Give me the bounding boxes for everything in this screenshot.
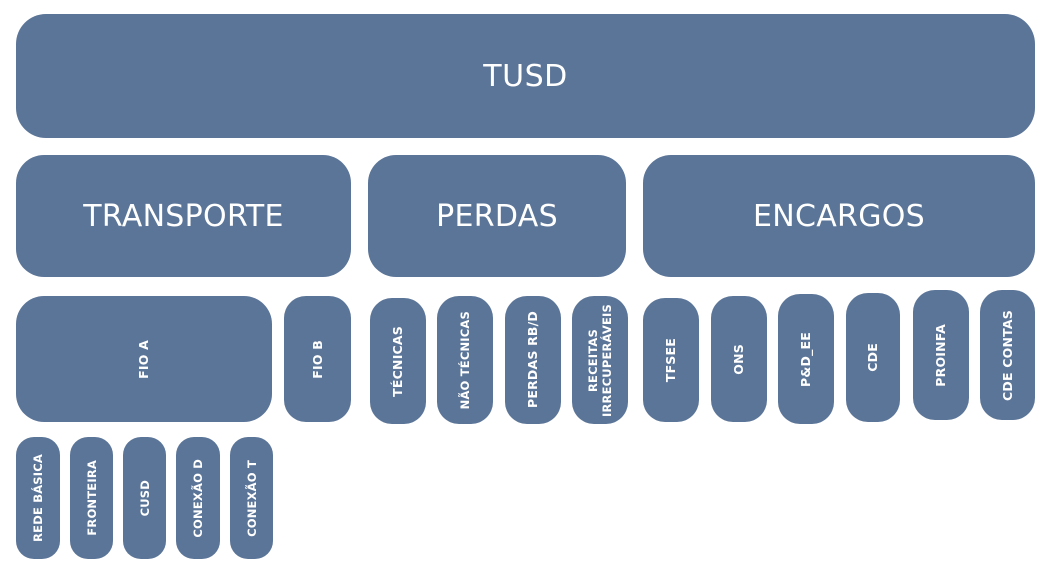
ons-box: ONS — [711, 296, 767, 422]
tusd-label: TUSD — [483, 58, 568, 94]
perdas-box: PERDAS — [368, 155, 626, 277]
perdas-label: PERDAS — [436, 198, 558, 234]
cde-box: CDE — [846, 293, 900, 422]
cde-contas-label: CDE CONTAS — [999, 309, 1015, 401]
proinfa-label: PROINFA — [933, 323, 948, 387]
conexao-d-box: CONEXÃO D — [176, 437, 220, 559]
tfsee-box: TFSEE — [643, 298, 699, 422]
tecnicas-box: TÉCNICAS — [370, 298, 426, 424]
nao-tecnicas-label: NÃO TÉCNICAS — [458, 310, 472, 410]
transporte-box: TRANSPORTE — [16, 155, 351, 277]
tecnicas-label: TÉCNICAS — [390, 325, 405, 397]
fio-b-box: FIO B — [284, 296, 351, 422]
receitas-line-1: RECEITAS — [586, 328, 600, 392]
fronteira-label: FRONTEIRA — [84, 460, 99, 536]
encargos-label: ENCARGOS — [752, 198, 925, 234]
transporte-label: TRANSPORTE — [83, 198, 284, 234]
receitas-irrecuperaveis-label: RECEITAS IRRECUPERÁVEIS — [586, 304, 614, 417]
receitas-line-2: IRRECUPERÁVEIS — [600, 303, 614, 417]
cusd-box: CUSD — [123, 437, 166, 559]
rede-basica-label: REDE BÁSICA — [31, 454, 45, 542]
fio-a-label: FIO A — [136, 339, 151, 379]
tusd-box: TUSD — [16, 14, 1035, 138]
encargos-box: ENCARGOS — [643, 155, 1035, 277]
fio-b-label: FIO B — [309, 339, 325, 379]
fronteira-box: FRONTEIRA — [70, 437, 113, 559]
conexao-t-box: CONEXÃO T — [230, 437, 273, 559]
conexao-t-label: CONEXÃO T — [244, 459, 259, 537]
tfsee-label: TFSEE — [663, 337, 678, 383]
receitas-irrecuperaveis-box: RECEITAS IRRECUPERÁVEIS — [572, 296, 628, 424]
nao-tecnicas-box: NÃO TÉCNICAS — [437, 296, 493, 424]
rede-basica-box: REDE BÁSICA — [16, 437, 60, 559]
cusd-label: CUSD — [137, 479, 152, 517]
perdas-rbd-label: PERDAS RB/D — [525, 311, 540, 409]
proinfa-box: PROINFA — [913, 290, 969, 420]
cde-label: CDE — [865, 343, 880, 372]
pd-ee-label: P&D_EE — [798, 331, 813, 387]
ons-label: ONS — [731, 343, 746, 375]
conexao-d-label: CONEXÃO D — [191, 458, 205, 538]
pd-ee-box: P&D_EE — [778, 294, 834, 424]
cde-contas-box: CDE CONTAS — [980, 290, 1035, 420]
perdas-rbd-box: PERDAS RB/D — [505, 296, 561, 424]
fio-a-box: FIO A — [16, 296, 272, 422]
